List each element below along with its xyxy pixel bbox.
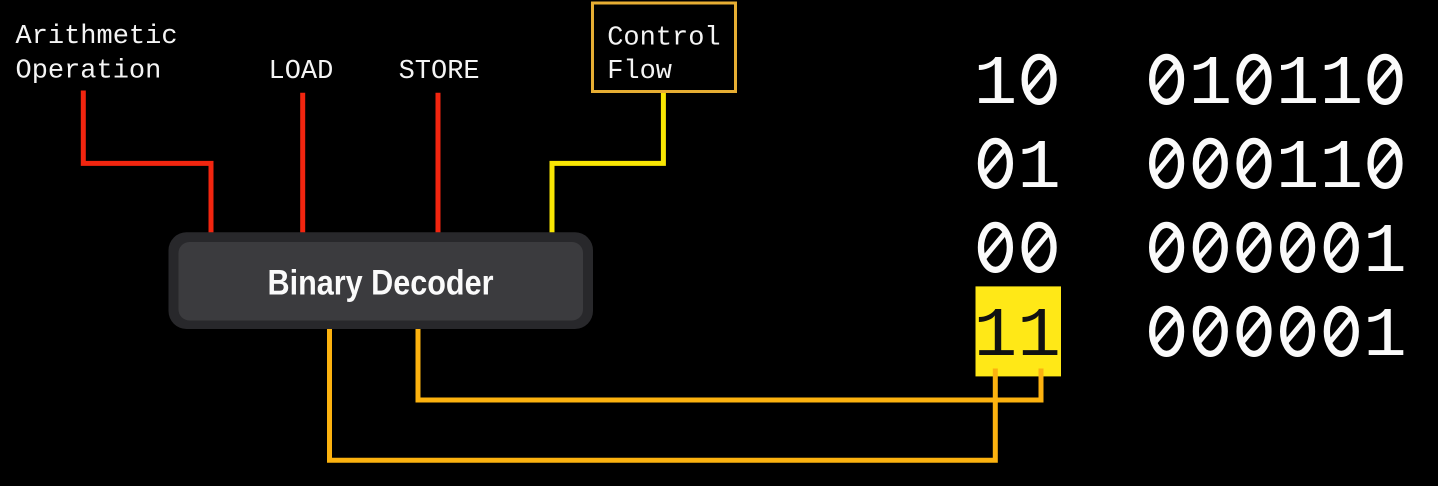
svg-text:1: 1 <box>1145 298 1407 377</box>
svg-text:Control: Control <box>607 23 720 53</box>
svg-text:LOAD: LOAD <box>269 57 334 87</box>
svg-text:11: 11 <box>1145 130 1407 209</box>
svg-text:STORE: STORE <box>399 57 480 87</box>
svg-text:1 11: 1 11 <box>1145 46 1407 125</box>
svg-text:Arithmetic: Arithmetic <box>16 22 178 52</box>
svg-text:Operation: Operation <box>16 57 162 87</box>
svg-text:1: 1 <box>1145 214 1407 293</box>
svg-text:Binary Decoder: Binary Decoder <box>268 263 494 302</box>
svg-text:11: 11 <box>974 298 1061 377</box>
svg-text:Flow: Flow <box>607 57 672 87</box>
